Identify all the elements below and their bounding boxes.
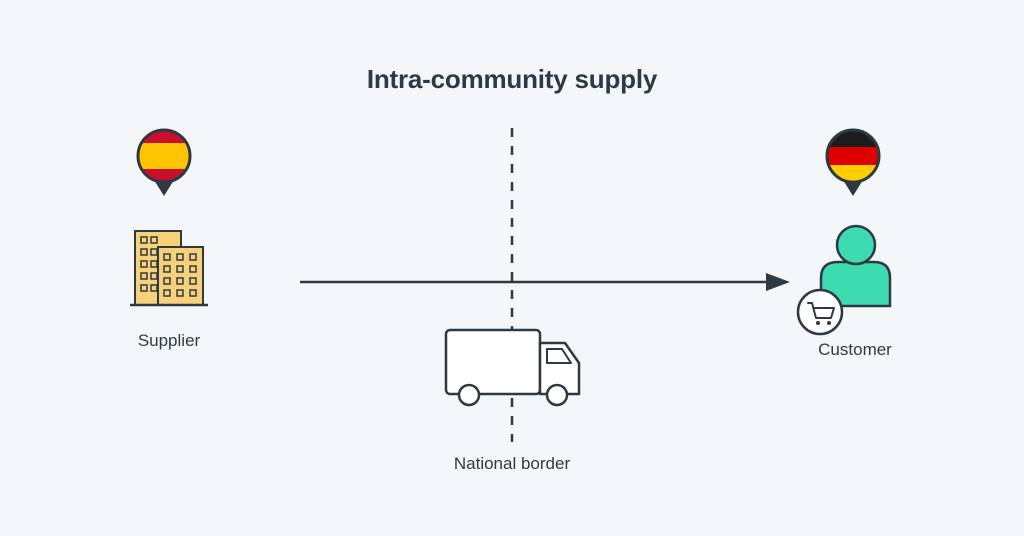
flow-arrow xyxy=(300,273,790,291)
spain-flag-pin-icon xyxy=(136,128,192,196)
building-icon xyxy=(130,230,208,307)
customer-label: Customer xyxy=(818,340,892,359)
person-icon xyxy=(819,224,892,308)
shopping-cart-icon xyxy=(796,288,844,336)
germany-flag-pin-icon xyxy=(825,128,881,196)
truck-icon xyxy=(444,328,581,407)
national-border-label: National border xyxy=(453,454,571,473)
diagram-title: Intra-community supply xyxy=(366,64,658,94)
supplier-label: Supplier xyxy=(137,331,201,350)
